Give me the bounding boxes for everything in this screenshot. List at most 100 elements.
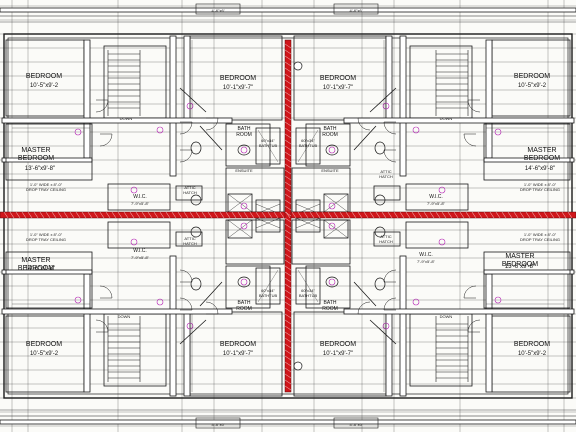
room-label: BEDROOM	[514, 341, 550, 348]
room-label: ATTIC	[184, 185, 195, 190]
fire-wall-hatch	[315, 211, 321, 219]
fire-wall-hatch	[284, 97, 292, 103]
stair-outline	[103, 45, 167, 119]
fire-wall-hatch	[477, 211, 483, 219]
master-bedroom-outline	[5, 251, 93, 309]
door-swing	[467, 99, 481, 113]
door-swing	[467, 319, 481, 333]
fire-wall-hatch	[249, 211, 255, 219]
room-label: DOWN	[440, 116, 453, 121]
room-label: BEDROOM	[502, 261, 538, 268]
wall	[169, 35, 177, 177]
dimension-box	[333, 417, 379, 429]
fire-wall-hatch	[501, 211, 507, 219]
room-label: MASTER	[21, 257, 50, 264]
ensuite-outline	[225, 167, 285, 213]
fire-wall-hatch	[284, 55, 292, 61]
room-label: ENSUITE	[235, 168, 253, 173]
dimension-label: 10'-1"x9'-7"	[223, 85, 253, 91]
wic-outline	[405, 221, 469, 249]
dimension-label: 7'-9"x5'-8"	[131, 201, 150, 206]
fire-wall-hatch	[429, 211, 435, 219]
ceiling-note: DROP TRAY CEILING	[26, 187, 66, 192]
room-label: BEDROOM	[220, 341, 256, 348]
plumbing-marker	[130, 186, 138, 194]
header-band	[0, 419, 576, 425]
room-label: ATTIC	[380, 169, 391, 174]
dimension-label: 60"x34"	[261, 288, 275, 293]
wall	[343, 308, 575, 315]
fire-walls	[0, 39, 576, 393]
fire-wall-hatch	[471, 211, 477, 219]
room-label: ROOM	[236, 306, 252, 312]
wall	[183, 311, 191, 397]
closet-cross	[227, 193, 253, 213]
tub-detail	[257, 129, 279, 163]
room-label: HATCH	[379, 174, 393, 179]
fire-wall-hatch	[489, 211, 495, 219]
fire-wall-hatch	[513, 211, 519, 219]
fire-wall-hatch	[231, 211, 237, 219]
fire-wall-hatch	[284, 211, 292, 217]
wall	[385, 311, 393, 397]
fire-wall-hatch	[284, 115, 292, 121]
room-label: MASTER	[21, 147, 50, 154]
fire-wall-hatch	[284, 379, 292, 385]
grid-marker	[293, 61, 303, 71]
fire-wall-hatch	[284, 139, 292, 145]
room-label: BEDROOM	[26, 73, 62, 80]
room-label: BATH	[324, 126, 337, 132]
fire-wall-hatch	[284, 373, 292, 379]
fire-wall-hatch	[483, 211, 489, 219]
dimension-label: 10'-1"x9'-7"	[323, 351, 353, 357]
wall	[385, 35, 393, 121]
fire-wall-hatch	[273, 211, 279, 219]
fire-wall-hatch	[279, 211, 285, 219]
dimension-label: BATHTUB	[299, 143, 318, 148]
fire-wall-hatch	[219, 211, 225, 219]
fire-wall-hatch	[284, 229, 292, 235]
fire-wall-hatch	[399, 211, 405, 219]
fire-wall-hatch	[15, 211, 21, 219]
door-swing	[205, 117, 219, 131]
door-swing	[95, 99, 109, 113]
dimension-label: 60"x34"	[301, 288, 315, 293]
wall	[399, 255, 407, 397]
plumbing-marker	[328, 278, 336, 286]
angled-wall	[369, 319, 397, 345]
fire-wall-hatch	[284, 349, 292, 355]
fire-wall-hatch	[267, 211, 273, 219]
plumbing-marker	[156, 126, 164, 134]
fire-wall-hatch	[201, 211, 207, 219]
room-label: MASTER	[505, 253, 534, 260]
fire-wall-hatch	[387, 211, 393, 219]
fire-wall-hatch	[159, 211, 165, 219]
sink	[325, 144, 339, 156]
fire-wall-hatch	[561, 211, 567, 219]
plumbing-marker	[130, 238, 138, 246]
room-label: ATTIC	[380, 234, 391, 239]
fire-wall-hatch	[357, 211, 363, 219]
wall	[485, 273, 493, 393]
fire-wall-hatch	[165, 211, 171, 219]
room-label: DOWN	[120, 116, 133, 121]
door-swing	[95, 319, 109, 333]
fire-wall-hatch	[284, 283, 292, 289]
room-label: BEDROOM	[26, 341, 62, 348]
room-label: HATCH	[183, 190, 197, 195]
fire-wall-hatch	[87, 211, 93, 219]
fire-wall-hatch	[284, 289, 292, 295]
fire-wall-hatch	[333, 211, 339, 219]
ceiling-note: DROP TRAY CEILING	[520, 187, 560, 192]
room-label: W.I.C.	[419, 252, 433, 258]
wall	[1, 117, 233, 124]
wic-outline	[107, 183, 171, 211]
room-label: BEDROOM	[514, 73, 550, 80]
stair-outline	[103, 313, 167, 387]
dimension-label: 14'-6"x9'-8"	[525, 166, 555, 172]
room-label: BATH	[238, 300, 251, 306]
tub-detail	[297, 269, 319, 303]
fire-wall-hatch	[117, 211, 123, 219]
